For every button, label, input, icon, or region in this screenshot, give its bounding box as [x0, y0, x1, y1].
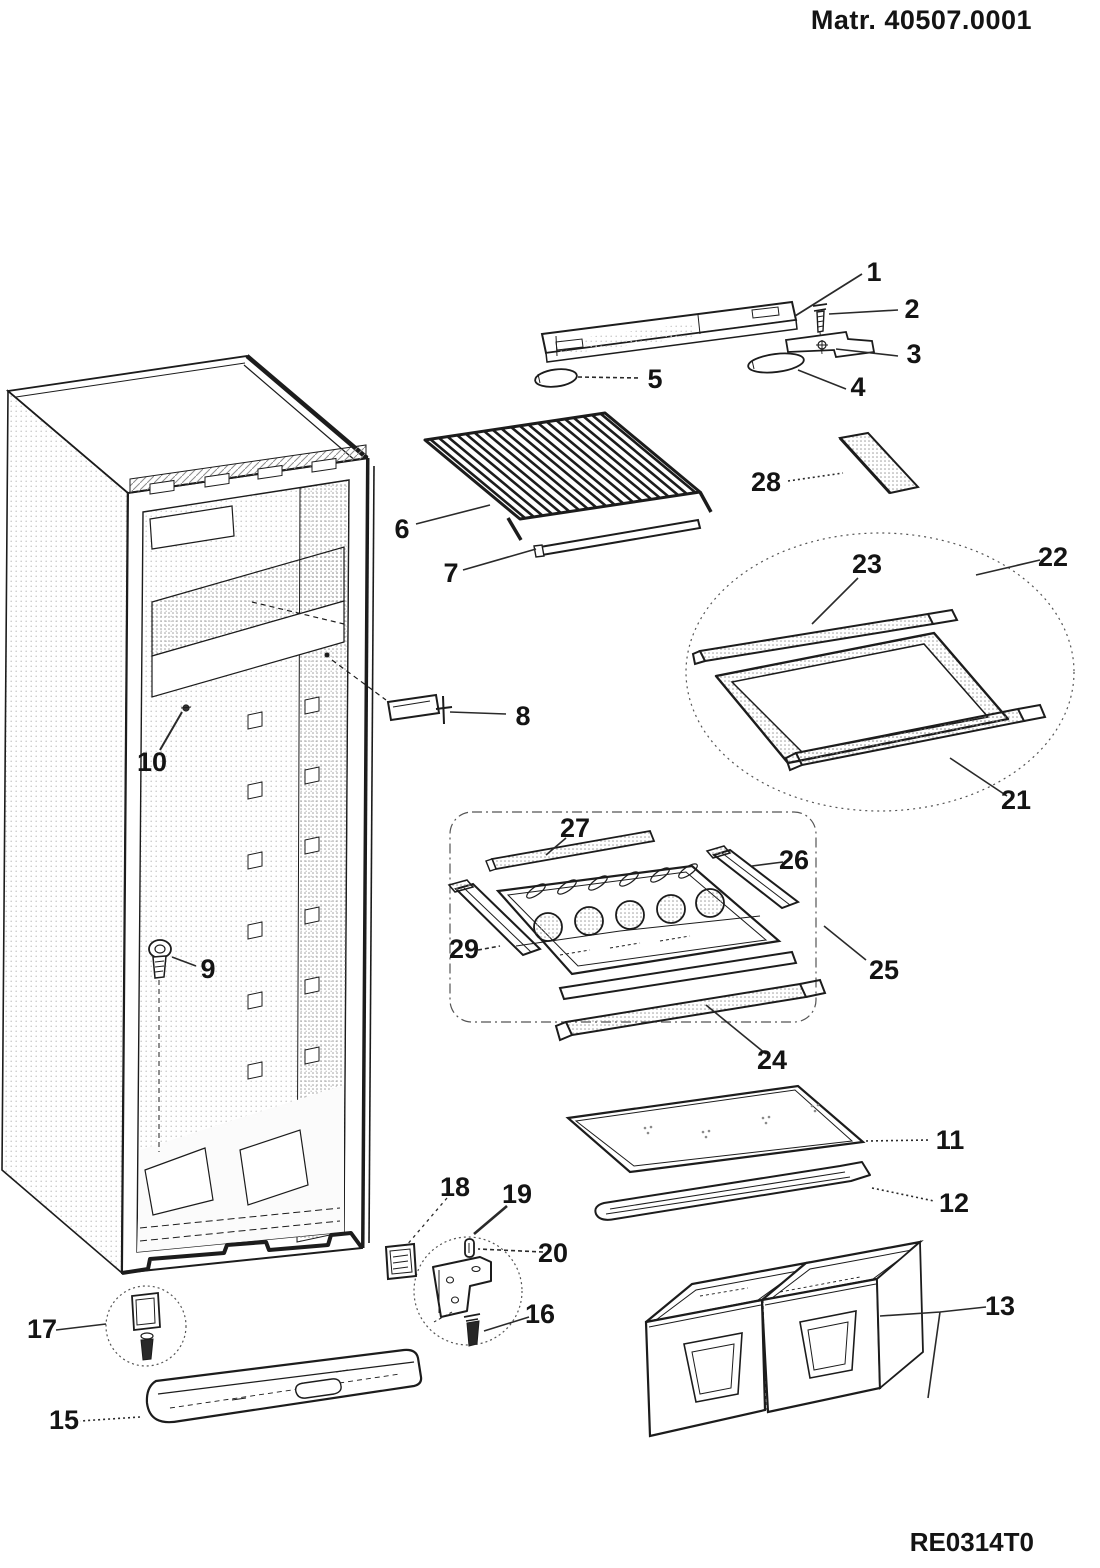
part-4-cap: [747, 352, 805, 374]
part-17-foot-kit: [105, 1285, 187, 1367]
part-26-right-rail: [705, 845, 801, 910]
part-label-21: 21: [1001, 785, 1031, 815]
part-10-screw: [180, 704, 192, 712]
part-label-1: 1: [866, 257, 881, 287]
part-label-16: 16: [525, 1299, 555, 1329]
part-label-12: 12: [939, 1188, 969, 1218]
part-label-17: 17: [27, 1314, 57, 1344]
part-13-drawers: [644, 1240, 924, 1438]
drawing-code-label: RE0314T0: [909, 1527, 1034, 1557]
part-label-18: 18: [440, 1172, 470, 1202]
part-15-plinth: [145, 1348, 423, 1424]
part-label-25: 25: [869, 955, 899, 985]
part-24-front-trim: [554, 978, 827, 1042]
part-label-8: 8: [515, 701, 530, 731]
part-label-28: 28: [751, 467, 781, 497]
matricola-label: Matr. 40507.0001: [810, 5, 1032, 35]
part-label-27: 27: [560, 813, 590, 843]
part-label-13: 13: [985, 1291, 1015, 1321]
part-21-front-trim: [784, 703, 1047, 772]
part-18-plate: [384, 1242, 418, 1281]
part-label-2: 2: [904, 294, 919, 324]
part-5-cap: [534, 368, 578, 388]
part-number-labels: 1 2 3 4 5 6 7 8 9 10 11 12 13 15 16 17 1…: [27, 257, 1068, 1435]
part-28-plate: [838, 431, 920, 495]
part-label-9: 9: [200, 954, 215, 984]
part-label-11: 11: [936, 1125, 965, 1155]
part-label-4: 4: [850, 372, 865, 402]
part-20-pin: [464, 1238, 475, 1258]
part-23-rear-trim: [691, 608, 959, 666]
refrigerator-cabinet: [1, 354, 387, 1275]
part-1-top-panel: [540, 300, 798, 363]
part-label-20: 20: [538, 1238, 568, 1268]
part-9-thermostat: [148, 939, 172, 1152]
part-label-7: 7: [443, 558, 458, 588]
part-label-10: 10: [137, 747, 167, 777]
hinge-kit: [384, 1236, 523, 1347]
part-11-glass-shelf: [565, 1084, 866, 1174]
part-label-26: 26: [779, 845, 809, 875]
part-8-shelf-support: [386, 693, 453, 725]
part-19-hinge-bracket: [432, 1256, 492, 1323]
part-label-23: 23: [852, 549, 882, 579]
part-label-24: 24: [757, 1045, 787, 1075]
part-7-rail: [533, 518, 702, 558]
part-12-front-trim: [594, 1161, 871, 1221]
part-25-bottle-tray: [495, 863, 798, 1001]
part-label-15: 15: [49, 1405, 79, 1435]
part-16-screw: [463, 1313, 481, 1347]
part-3-bracket: [784, 331, 876, 358]
part-label-22: 22: [1038, 542, 1068, 572]
part-29-left-rail: [447, 879, 542, 957]
part-27-rear-strip: [485, 829, 656, 872]
bottle-shelf-assembly: [447, 811, 827, 1042]
glass-shelf-assembly: [685, 532, 1075, 812]
part-label-29: 29: [449, 934, 479, 964]
part-label-19: 19: [502, 1179, 532, 1209]
part-label-5: 5: [647, 364, 662, 394]
part-label-6: 6: [394, 514, 409, 544]
callout-leaders: [55, 273, 1041, 1422]
part-label-3: 3: [906, 339, 921, 369]
part-6-wire-shelf: [423, 411, 713, 541]
